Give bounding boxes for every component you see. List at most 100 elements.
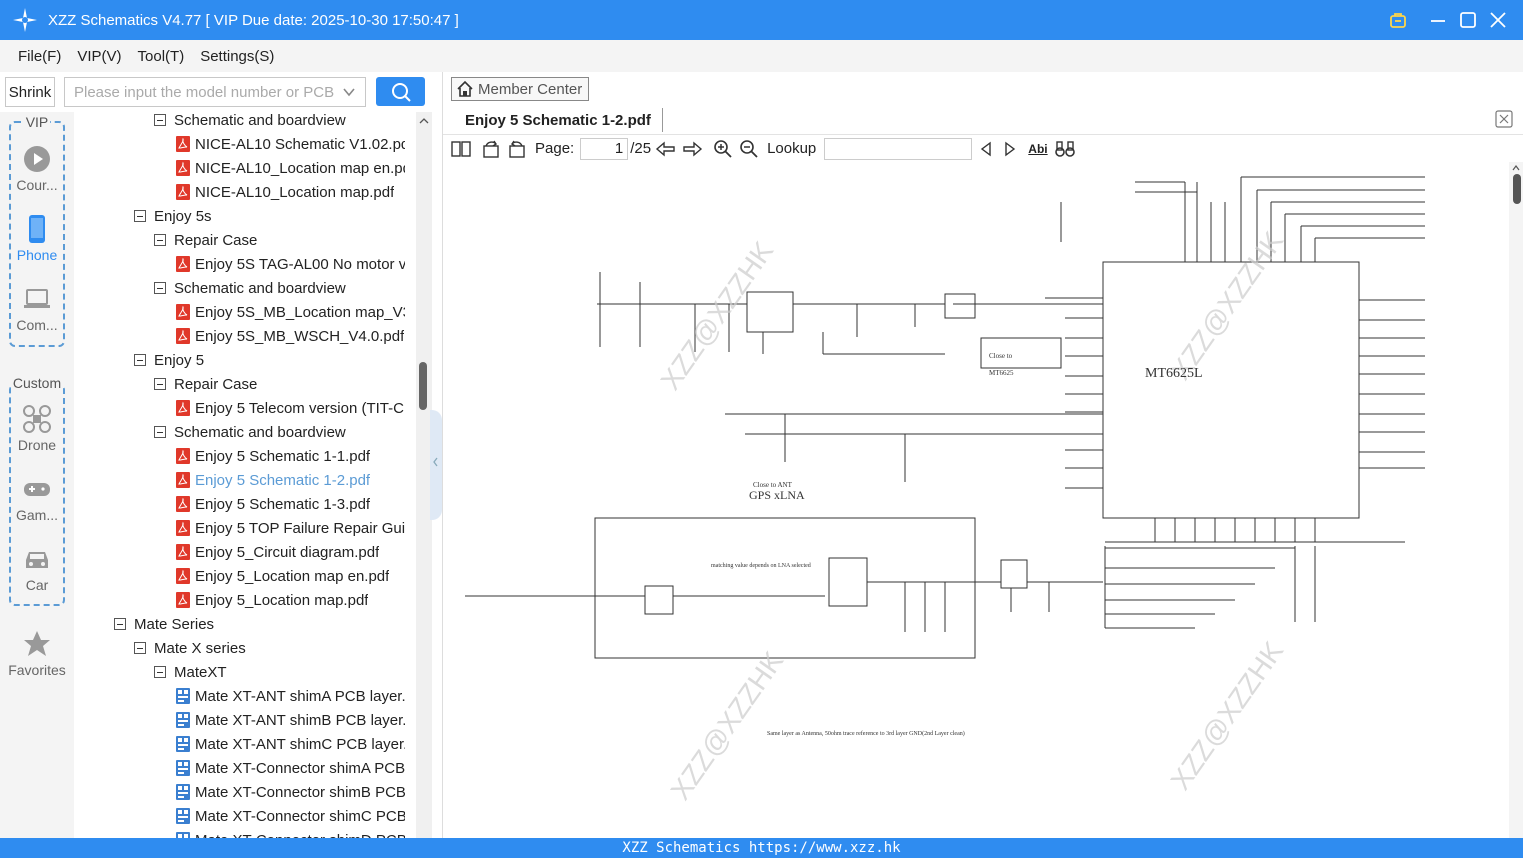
tree-file[interactable]: Enjoy 5 Schematic 1-1.pdf bbox=[176, 444, 370, 468]
document-tab[interactable]: Enjoy 5 Schematic 1-2.pdf bbox=[451, 108, 663, 132]
menu-settings[interactable]: Settings(S) bbox=[200, 47, 275, 65]
tree-label: NICE-AL10_Location map.pdf bbox=[195, 183, 395, 201]
trace-note: Same layer as Antenna, 50ohm trace refer… bbox=[767, 730, 965, 737]
find-prev-icon[interactable] bbox=[978, 140, 994, 158]
match-case-button[interactable]: Abi bbox=[1028, 141, 1048, 156]
tree-file[interactable]: Enjoy 5 Schematic 1-2.pdf bbox=[176, 468, 370, 492]
tree-label: Mate XT-Connector shimC PCB bbox=[195, 807, 405, 825]
zoom-out-icon[interactable] bbox=[739, 139, 759, 159]
pdf-file-icon bbox=[176, 448, 190, 464]
menu-tool[interactable]: Tool(T) bbox=[137, 47, 185, 65]
close-icon[interactable] bbox=[1484, 6, 1512, 34]
tree-file[interactable]: Mate XT-Connector shimD PCB bbox=[176, 828, 405, 838]
pdf-file-icon bbox=[176, 160, 190, 176]
watermark-4: XZZ@XZZHK bbox=[1165, 636, 1290, 796]
collapse-icon[interactable] bbox=[154, 426, 166, 438]
tree-file[interactable]: Mate XT-Connector shimB PCB bbox=[176, 780, 405, 804]
vip-bag-icon[interactable] bbox=[1384, 6, 1412, 34]
tree-label: MateXT bbox=[174, 663, 227, 681]
tree-file[interactable]: Enjoy 5 Telecom version (TIT-CL bbox=[176, 396, 405, 420]
tree-file[interactable]: Enjoy 5S_MB_WSCH_V4.0.pdf bbox=[176, 324, 404, 348]
tree-file[interactable]: Enjoy 5_Location map en.pdf bbox=[176, 564, 389, 588]
collapse-icon[interactable] bbox=[114, 618, 126, 630]
member-center-button[interactable]: Member Center bbox=[451, 77, 589, 101]
sidebar-item-favorites[interactable]: Favorites bbox=[0, 629, 74, 678]
collapse-icon[interactable] bbox=[154, 234, 166, 246]
pcb-file-icon bbox=[176, 736, 190, 752]
tree-file[interactable]: NICE-AL10_Location map.pdf bbox=[176, 180, 394, 204]
lookup-input[interactable] bbox=[824, 137, 973, 160]
tree-label: Repair Case bbox=[174, 231, 258, 249]
tree-folder[interactable]: Repair Case bbox=[154, 228, 257, 252]
tree-file[interactable]: NICE-AL10 Schematic V1.02.pdf bbox=[176, 132, 405, 156]
tree-file[interactable]: Mate XT-ANT shimA PCB layer.p bbox=[176, 684, 405, 708]
search-input[interactable]: Please input the model number or PCB bbox=[64, 77, 366, 107]
tree-scrollbar[interactable] bbox=[416, 112, 432, 838]
tree-folder[interactable]: Schematic and boardview bbox=[154, 420, 346, 444]
pdf-scrollbar[interactable] bbox=[1509, 162, 1523, 838]
rotate-left-icon[interactable] bbox=[481, 140, 501, 158]
schematic-page[interactable]: XZZ@XZZHK XZZ@XZZHK XZZ@XZZHK XZZ@XZZHK … bbox=[445, 162, 1509, 838]
shrink-button[interactable]: Shrink bbox=[5, 77, 55, 107]
sidebar-item-computer[interactable]: Com... bbox=[0, 284, 74, 333]
find-next-icon[interactable] bbox=[1002, 140, 1018, 158]
collapse-icon[interactable] bbox=[154, 378, 166, 390]
binoculars-icon[interactable] bbox=[1054, 140, 1076, 158]
tree-file[interactable]: Enjoy 5S_MB_Location map_V3. bbox=[176, 300, 405, 324]
sidebar-item-drone[interactable]: Drone bbox=[0, 404, 74, 453]
pdf-scroll-thumb[interactable] bbox=[1513, 174, 1521, 204]
page-number-input[interactable]: 1 bbox=[580, 137, 629, 160]
tree-folder[interactable]: MateXT bbox=[154, 660, 227, 684]
two-page-icon[interactable] bbox=[451, 140, 471, 158]
collapse-icon[interactable] bbox=[154, 666, 166, 678]
scroll-up-icon[interactable] bbox=[1509, 163, 1523, 173]
sidebar-item-phone[interactable]: Phone bbox=[0, 214, 74, 263]
tree-file[interactable]: Mate XT-ANT shimB PCB layer.p bbox=[176, 708, 405, 732]
tree-folder[interactable]: Enjoy 5s bbox=[134, 204, 212, 228]
chevron-down-icon[interactable] bbox=[341, 84, 357, 100]
tree-file[interactable]: Enjoy 5_Location map.pdf bbox=[176, 588, 368, 612]
zoom-in-icon[interactable] bbox=[713, 139, 733, 159]
tree-file[interactable]: Enjoy 5 Schematic 1-3.pdf bbox=[176, 492, 370, 516]
maximize-icon[interactable] bbox=[1454, 6, 1482, 34]
scroll-up-icon[interactable] bbox=[416, 114, 432, 128]
tree-scroll-thumb[interactable] bbox=[419, 362, 427, 410]
sidebar-item-car[interactable]: Car bbox=[0, 544, 74, 593]
tree-file[interactable]: Enjoy 5 TOP Failure Repair Guid bbox=[176, 516, 405, 540]
search-button[interactable] bbox=[376, 77, 425, 106]
tree-file[interactable]: Mate XT-Connector shimA PCB bbox=[176, 756, 405, 780]
tree-label: Enjoy 5 Telecom version (TIT-CL bbox=[195, 399, 405, 417]
tree-folder[interactable]: Mate Series bbox=[114, 612, 214, 636]
pcb-file-icon bbox=[176, 712, 190, 728]
pdf-file-icon bbox=[176, 472, 190, 488]
sidebar-item-game[interactable]: Gam... bbox=[0, 474, 74, 523]
tree-folder[interactable]: Mate X series bbox=[134, 636, 246, 660]
tree-file[interactable]: Mate XT-ANT shimC PCB layer.p bbox=[176, 732, 405, 756]
menu-file[interactable]: File(F) bbox=[18, 47, 62, 65]
tree-file[interactable]: Enjoy 5S TAG-AL00 No motor vi bbox=[176, 252, 405, 276]
search-row: Shrink Please input the model number or … bbox=[0, 72, 440, 112]
collapse-icon[interactable] bbox=[154, 282, 166, 294]
tree-folder[interactable]: Enjoy 5 bbox=[134, 348, 204, 372]
tree-file[interactable]: Mate XT-Connector shimC PCB bbox=[176, 804, 405, 828]
collapse-icon[interactable] bbox=[134, 642, 146, 654]
panel-splitter[interactable] bbox=[430, 410, 442, 520]
tree-folder[interactable]: Repair Case bbox=[154, 372, 257, 396]
menu-vip[interactable]: VIP(V) bbox=[77, 47, 122, 65]
rotate-right-icon[interactable] bbox=[507, 140, 527, 158]
tree-folder[interactable]: Schematic and boardview bbox=[154, 276, 346, 300]
next-page-icon[interactable] bbox=[681, 140, 703, 158]
close-tab-icon[interactable] bbox=[1495, 110, 1513, 128]
tree-file[interactable]: Enjoy 5_Circuit diagram.pdf bbox=[176, 540, 379, 564]
collapse-icon[interactable] bbox=[134, 354, 146, 366]
sidebar-item-courses[interactable]: Cour... bbox=[0, 144, 74, 193]
collapse-icon[interactable] bbox=[134, 210, 146, 222]
pcb-file-icon bbox=[176, 808, 190, 824]
tree-folder[interactable]: Schematic and boardview bbox=[154, 112, 346, 132]
prev-page-icon[interactable] bbox=[655, 140, 677, 158]
star-icon bbox=[24, 631, 50, 656]
matching-note: matching value depends on LNA selected bbox=[711, 563, 811, 569]
minimize-icon[interactable] bbox=[1424, 6, 1452, 34]
collapse-icon[interactable] bbox=[154, 114, 166, 126]
tree-file[interactable]: NICE-AL10_Location map en.pdf bbox=[176, 156, 405, 180]
